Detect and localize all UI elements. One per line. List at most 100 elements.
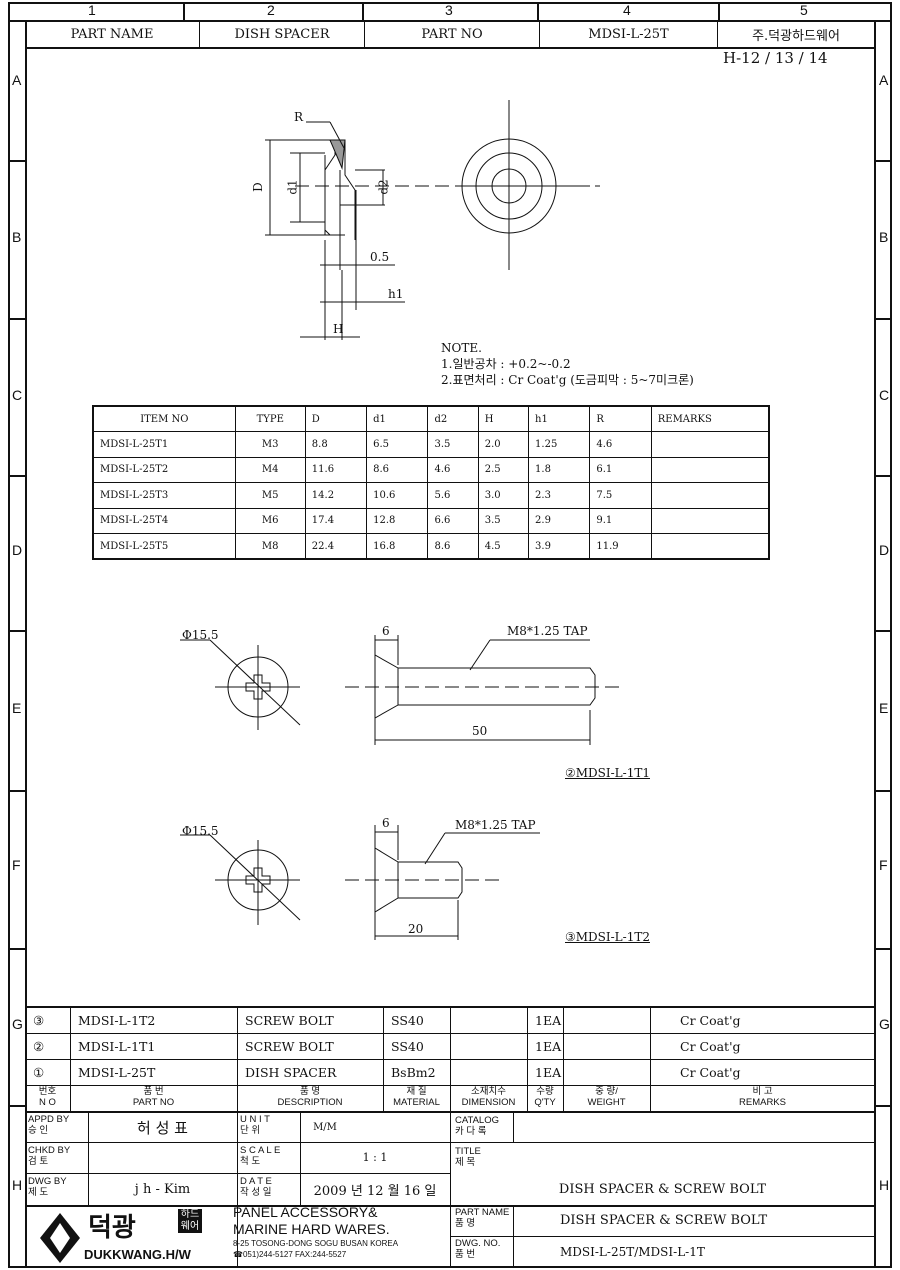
grid-row-a: A: [12, 72, 22, 88]
header-kr: 소재치수: [471, 1086, 506, 1097]
label-line: S C A L E: [240, 1145, 281, 1156]
spec-cell: [650, 456, 770, 483]
grid-row-e: E: [12, 700, 22, 716]
spec-cell: 1.25: [528, 431, 591, 458]
parts-cell: SCREW BOLT: [245, 1012, 334, 1028]
header-en: DIMENSION: [461, 1097, 516, 1108]
grid-row-b: B: [879, 229, 889, 245]
part-name-label: PART NAME: [25, 21, 200, 47]
sheet-reference: H-12 / 13 / 14: [723, 49, 828, 67]
label-line: D A T E: [240, 1176, 272, 1187]
spec-cell: M8: [234, 533, 306, 560]
company-name: 주.덕광하드웨어: [752, 28, 840, 44]
spec-cell: 3.5: [477, 507, 530, 534]
spec-cell: M6: [234, 507, 306, 534]
spec-cell: 12.8: [366, 507, 429, 534]
part-name-value: DISH SPACER: [200, 21, 365, 47]
spec-cell: 17.4: [304, 507, 368, 534]
grid-row-h: H: [879, 1177, 890, 1193]
label-line: U N I T: [240, 1114, 270, 1125]
header-kr: 비 고: [752, 1086, 773, 1097]
spec-cell: 8.6: [366, 456, 429, 483]
header-en: PART NO: [132, 1097, 175, 1108]
grid-col-4: 4: [623, 2, 631, 18]
spec-cell: 10.6: [366, 482, 429, 509]
spec-cell: MDSI-L-25T4: [92, 507, 236, 534]
logo-english: DUKKWANG.H/W: [84, 1247, 191, 1262]
label-H: H: [333, 322, 344, 336]
parts-cell: DISH SPACER: [245, 1064, 337, 1080]
bolt2-head: 6: [382, 816, 390, 830]
header-en: REMARKS: [739, 1097, 786, 1108]
bolt2-label: ③MDSI-L-1T2: [565, 930, 650, 944]
grid-row-c: C: [879, 387, 890, 403]
company-phone: ☎051)244-5127 FAX:244-5527: [233, 1250, 347, 1259]
label-line: TITLE: [455, 1146, 481, 1157]
label-line: 제 도: [28, 1187, 49, 1198]
spec-header: d2: [427, 405, 479, 432]
spec-cell: 6.1: [589, 456, 652, 483]
parts-cell: MDSI-L-1T2: [78, 1012, 156, 1028]
grid-row-b: B: [12, 229, 22, 245]
spec-cell: M5: [234, 482, 306, 509]
spec-cell: 8.6: [427, 533, 479, 560]
spec-cell: 1.8: [528, 456, 591, 483]
logo-sub: 하드웨어: [178, 1209, 202, 1233]
grid-col-2: 2: [267, 2, 275, 18]
scale: 1 : 1: [362, 1151, 388, 1164]
spec-cell: MDSI-L-25T2: [92, 456, 236, 483]
spec-cell: MDSI-L-25T1: [92, 431, 236, 458]
spec-cell: 5.6: [427, 482, 479, 509]
spec-cell: M4: [234, 456, 306, 483]
label-h1: h1: [388, 287, 404, 301]
parts-cell: Cr Coat'g: [680, 1012, 741, 1028]
spec-header: h1: [528, 405, 591, 432]
label-line: 품 번: [455, 1249, 476, 1260]
approved-by: 허 성 표: [137, 1118, 188, 1137]
header-en: N O: [39, 1097, 56, 1108]
spec-cell: MDSI-L-25T5: [92, 533, 236, 560]
spec-header: TYPE: [234, 405, 306, 432]
parts-cell: SS40: [391, 1012, 424, 1028]
label-line: CATALOG: [455, 1115, 499, 1126]
label-d2: d2: [376, 179, 391, 195]
grid-row-c: C: [12, 387, 23, 403]
spec-cell: MDSI-L-25T3: [92, 482, 236, 509]
label-R: R: [294, 110, 304, 124]
label-D: D: [250, 182, 265, 192]
parts-cell: Cr Coat'g: [680, 1038, 741, 1054]
parts-cell: 1EA: [535, 1012, 562, 1028]
parts-cell: Cr Coat'g: [680, 1064, 741, 1080]
parts-cell: MDSI-L-25T: [78, 1064, 156, 1080]
spec-cell: [650, 482, 770, 509]
date: 2009 년 12 월 16 일: [313, 1183, 437, 1199]
spec-cell: 16.8: [366, 533, 429, 560]
grid-row-f: F: [879, 857, 888, 873]
spec-cell: 22.4: [304, 533, 368, 560]
drawing-number: MDSI-L-25T/MDSI-L-1T: [560, 1244, 705, 1259]
company-address: 8-25 TOSONG-DONG SOGU BUSAN KOREA: [233, 1239, 399, 1248]
drawn-by: j h - Kim: [134, 1181, 191, 1197]
label-line: 카 다 록: [455, 1126, 487, 1137]
company-info: PANEL ACCESSORY&MARINE HARD WARES.8-25 T…: [233, 1204, 398, 1260]
header-kr: 품 명: [299, 1086, 321, 1097]
label-line: 단 위: [240, 1125, 261, 1136]
spec-cell: 6.6: [427, 507, 479, 534]
parts-header: 중 량/WEIGHT: [563, 1086, 650, 1108]
part-no-label: PART NO: [365, 21, 540, 47]
spec-cell: 2.3: [528, 482, 591, 509]
label-line: APPD BY: [28, 1114, 70, 1125]
drawing-title: DISH SPACER & SCREW BOLT: [558, 1181, 767, 1197]
